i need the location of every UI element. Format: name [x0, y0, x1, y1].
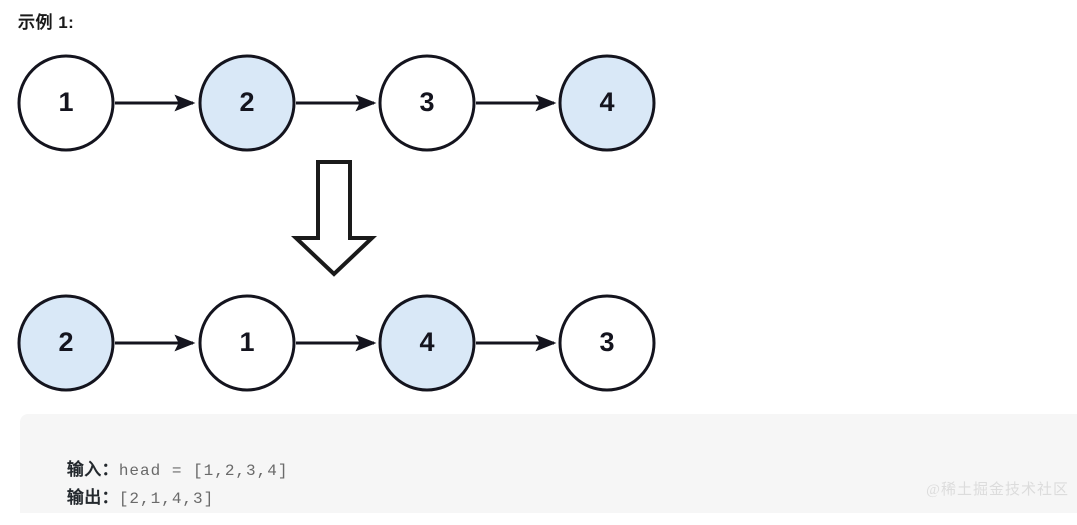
node-value-after-0: 2: [58, 327, 74, 357]
io-input-label: 输入：: [66, 460, 119, 479]
node-value-before-2: 3: [419, 87, 435, 117]
io-input-line: 输入：head = [1,2,3,4]: [48, 444, 288, 496]
linked-list-diagram: [17, 54, 656, 392]
node-value-before-3: 4: [599, 87, 615, 117]
io-input-value: head = [1,2,3,4]: [118, 462, 289, 480]
io-output-label: 输出：: [66, 488, 119, 507]
watermark: @稀土掘金技术社区: [926, 482, 1069, 498]
io-output-value: [2,1,4,3]: [118, 490, 215, 508]
io-output-line: 输出：[2,1,4,3]: [48, 472, 214, 524]
node-value-after-2: 4: [419, 327, 435, 357]
node-value-after-3: 3: [599, 327, 615, 357]
node-value-before-1: 2: [239, 87, 255, 117]
down-block-arrow-icon: [290, 160, 378, 277]
node-value-after-1: 1: [239, 327, 255, 357]
io-panel: 输入：head = [1,2,3,4] 输出：[2,1,4,3] @稀土掘金技术…: [20, 414, 1077, 513]
node-value-before-0: 1: [58, 87, 74, 117]
page-title: 示例 1:: [18, 13, 75, 32]
